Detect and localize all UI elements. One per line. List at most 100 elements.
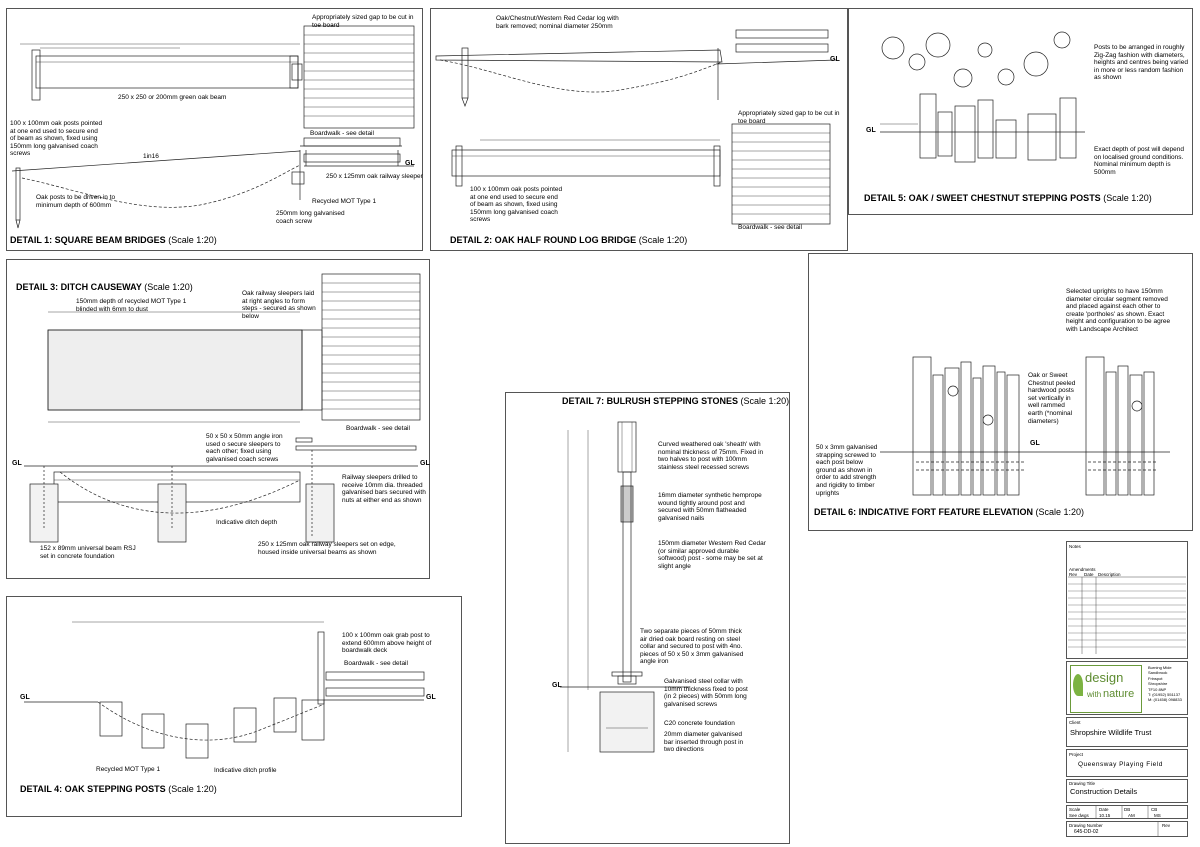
- detail-1-slope: 1in16: [143, 153, 159, 160]
- detail-7-drawing: [560, 421, 690, 753]
- client-box: [1066, 717, 1188, 747]
- detail-7-note-concrete: C20 concrete foundation: [664, 720, 735, 727]
- detail-3-title: DETAIL 3: DITCH CAUSEWAY (Scale 1:20): [16, 282, 193, 292]
- detail-7-title: DETAIL 7: BULRUSH STEPPING STONES (Scale…: [562, 396, 789, 406]
- detail-7-gl: GL: [552, 682, 562, 689]
- detail-6-title: DETAIL 6: INDICATIVE FORT FEATURE ELEVAT…: [814, 507, 1084, 517]
- detail-7-note-board: Two separate pieces of 50mm thick air dr…: [640, 628, 744, 666]
- detail-2-note-posts: 100 x 100mm oak posts pointed at one end…: [470, 186, 563, 224]
- detail-3-panel: [6, 259, 430, 579]
- date-label: Date: [1099, 807, 1109, 812]
- amendments-label: Amendments: [1069, 567, 1096, 572]
- detail-4-title: DETAIL 4: OAK STEPPING POSTS (Scale 1:20…: [20, 784, 217, 794]
- scale-value: See dwgs: [1069, 813, 1089, 818]
- detail-6-gl: GL: [1030, 440, 1040, 447]
- company-address: Burning Mide Sandbrook Frinspot Shropshi…: [1148, 665, 1182, 703]
- notes-label: Notes: [1069, 544, 1081, 549]
- detail-2-title-text: DETAIL 2: OAK HALF ROUND LOG BRIDGE: [450, 235, 637, 245]
- detail-3-note-drilled: Railway sleepers drilled to receive 10mm…: [342, 474, 426, 504]
- detail-5-gl: GL: [866, 127, 876, 134]
- detail-1-note-posts: 100 x 100mm oak posts pointed at one end…: [10, 120, 103, 158]
- cb-value: MS: [1154, 813, 1161, 818]
- detail-5-scale: (Scale 1:20): [1103, 193, 1152, 203]
- detail-4-note-mot: Recycled MOT Type 1: [96, 766, 161, 773]
- detail-3-drawing: [24, 273, 421, 543]
- detail-3-note-rsj: 152 x 89mm universal beam RSJ set in con…: [40, 545, 136, 560]
- detail-5-note-arrange: Posts to be arranged in roughly Zig-Zag …: [1094, 44, 1188, 82]
- detail-4-note-grab: 100 x 100mm oak grab post to extend 600m…: [342, 632, 432, 655]
- detail-6-note-posts: Oak or Sweet Chestnut peeled hardwood po…: [1028, 372, 1076, 425]
- drawing-title-box: [1066, 779, 1188, 803]
- db-label: DB: [1124, 807, 1131, 812]
- detail-4-gl-right: GL: [426, 694, 436, 701]
- detail-1-note-depth: Oak posts to be driven in to minimum dep…: [36, 194, 116, 209]
- detail-5-title-text: DETAIL 5: OAK / SWEET CHESTNUT STEPPING …: [864, 193, 1101, 203]
- detail-4-drawing: [24, 621, 425, 759]
- drawing-number: 645-DD-02: [1074, 829, 1099, 835]
- detail-2-panel: [430, 8, 848, 251]
- detail-6-panel: [808, 253, 1193, 531]
- logo-with-text: with: [1087, 690, 1102, 699]
- detail-7-title-text: DETAIL 7: BULRUSH STEPPING STONES: [562, 396, 739, 406]
- detail-3-scale: (Scale 1:20): [144, 282, 193, 292]
- detail-2-title: DETAIL 2: OAK HALF ROUND LOG BRIDGE (Sca…: [450, 235, 687, 245]
- detail-6-note-strap: 50 x 3mm galvanised strapping screwed to…: [816, 444, 878, 497]
- title-block: Notes Amendments Rev Date Description de…: [1066, 541, 1188, 839]
- detail-7-panel: [505, 392, 790, 844]
- detail-2-note-gap: Appropriately sized gap to be cut in toe…: [738, 110, 840, 125]
- detail-1-scale: (Scale 1:20): [168, 235, 217, 245]
- detail-3-note-angle: 50 x 50 x 50mm angle iron used o secure …: [206, 433, 283, 463]
- date-value: 10.15: [1099, 813, 1111, 818]
- notes-box: [1066, 541, 1188, 659]
- detail-3-note-boardwalk: Boardwalk - see detail: [346, 425, 410, 432]
- detail-1-drawing: [11, 25, 415, 229]
- detail-6-title-text: DETAIL 6: INDICATIVE FORT FEATURE ELEVAT…: [814, 507, 1034, 517]
- detail-3-note-edge: 250 x 125mm oak railway sleepers set on …: [258, 541, 396, 556]
- detail-3-gl-right: GL: [420, 460, 430, 467]
- detail-3-note-mot: 150mm depth of recycled MOT Type 1 blind…: [76, 298, 187, 313]
- detail-4-note-ditch: Indicative ditch profile: [214, 767, 277, 774]
- rev-column-label: Rev: [1069, 572, 1078, 577]
- detail-3-note-ditch: Indicative ditch depth: [216, 519, 278, 526]
- client-label: Client: [1069, 720, 1081, 725]
- detail-5-drawing: [880, 31, 1085, 163]
- detail-1-note-sleeper: 250 x 125mm oak railway sleeper: [326, 173, 423, 180]
- drawing-title: Construction Details: [1070, 787, 1138, 796]
- detail-6-note-uprights: Selected uprights to have 150mm diameter…: [1066, 288, 1171, 333]
- logo-leaf-icon: [1073, 674, 1083, 696]
- detail-2-drawing: [435, 29, 837, 225]
- detail-4-title-text: DETAIL 4: OAK STEPPING POSTS: [20, 784, 166, 794]
- drawing-number-label: Drawing Number: [1069, 823, 1103, 828]
- detail-1-note-gap: Appropriately sized gap to be cut in toe…: [312, 14, 414, 29]
- client-name: Shropshire Wildlife Trust: [1070, 728, 1152, 737]
- detail-6-drawing: [880, 356, 1170, 496]
- project-box: [1066, 749, 1188, 777]
- detail-3-title-text: DETAIL 3: DITCH CAUSEWAY: [16, 282, 142, 292]
- detail-2-gl: GL: [830, 56, 840, 63]
- detail-1-title-text: DETAIL 1: SQUARE BEAM BRIDGES: [10, 235, 166, 245]
- detail-5-title: DETAIL 5: OAK / SWEET CHESTNUT STEPPING …: [864, 193, 1152, 203]
- logo-design-text: design: [1085, 670, 1124, 685]
- scale-date-box: [1066, 805, 1188, 819]
- detail-4-note-boardwalk: Boardwalk - see detail: [344, 660, 408, 667]
- detail-4-scale: (Scale 1:20): [168, 784, 217, 794]
- detail-7-note-post: 150mm diameter Western Red Cedar (or sim…: [658, 540, 766, 570]
- detail-1-note-boardwalk: Boardwalk - see detail: [310, 130, 374, 137]
- detail-1-note-beam: 250 x 250 or 200mm green oak beam: [118, 94, 227, 101]
- detail-1-note-mot: Recycled MOT Type 1: [312, 198, 377, 205]
- detail-2-scale: (Scale 1:20): [638, 235, 688, 245]
- rev-box-label: Rev: [1162, 823, 1171, 828]
- detail-7-note-sheath: Curved weathered oak 'sheath' with nomin…: [658, 441, 764, 471]
- detail-7-note-collar: Galvanised steel collar with 10mm thickn…: [664, 678, 748, 708]
- detail-7-note-bar: 20mm diameter galvanised bar inserted th…: [664, 731, 744, 754]
- db-value: AM: [1128, 813, 1135, 818]
- detail-5-panel: [848, 8, 1193, 215]
- date-column-label: Date: [1084, 572, 1094, 577]
- detail-1-gl: GL: [405, 160, 415, 167]
- detail-2-note-log: Oak/Chestnut/Western Red Cedar log with …: [496, 15, 619, 30]
- cb-label: CB: [1151, 807, 1158, 812]
- detail-7-note-rope: 16mm diameter synthetic hemprope wound t…: [658, 492, 762, 522]
- detail-3-note-sleepers: Oak railway sleepers laid at right angle…: [242, 290, 316, 320]
- detail-4-gl-left: GL: [20, 694, 30, 701]
